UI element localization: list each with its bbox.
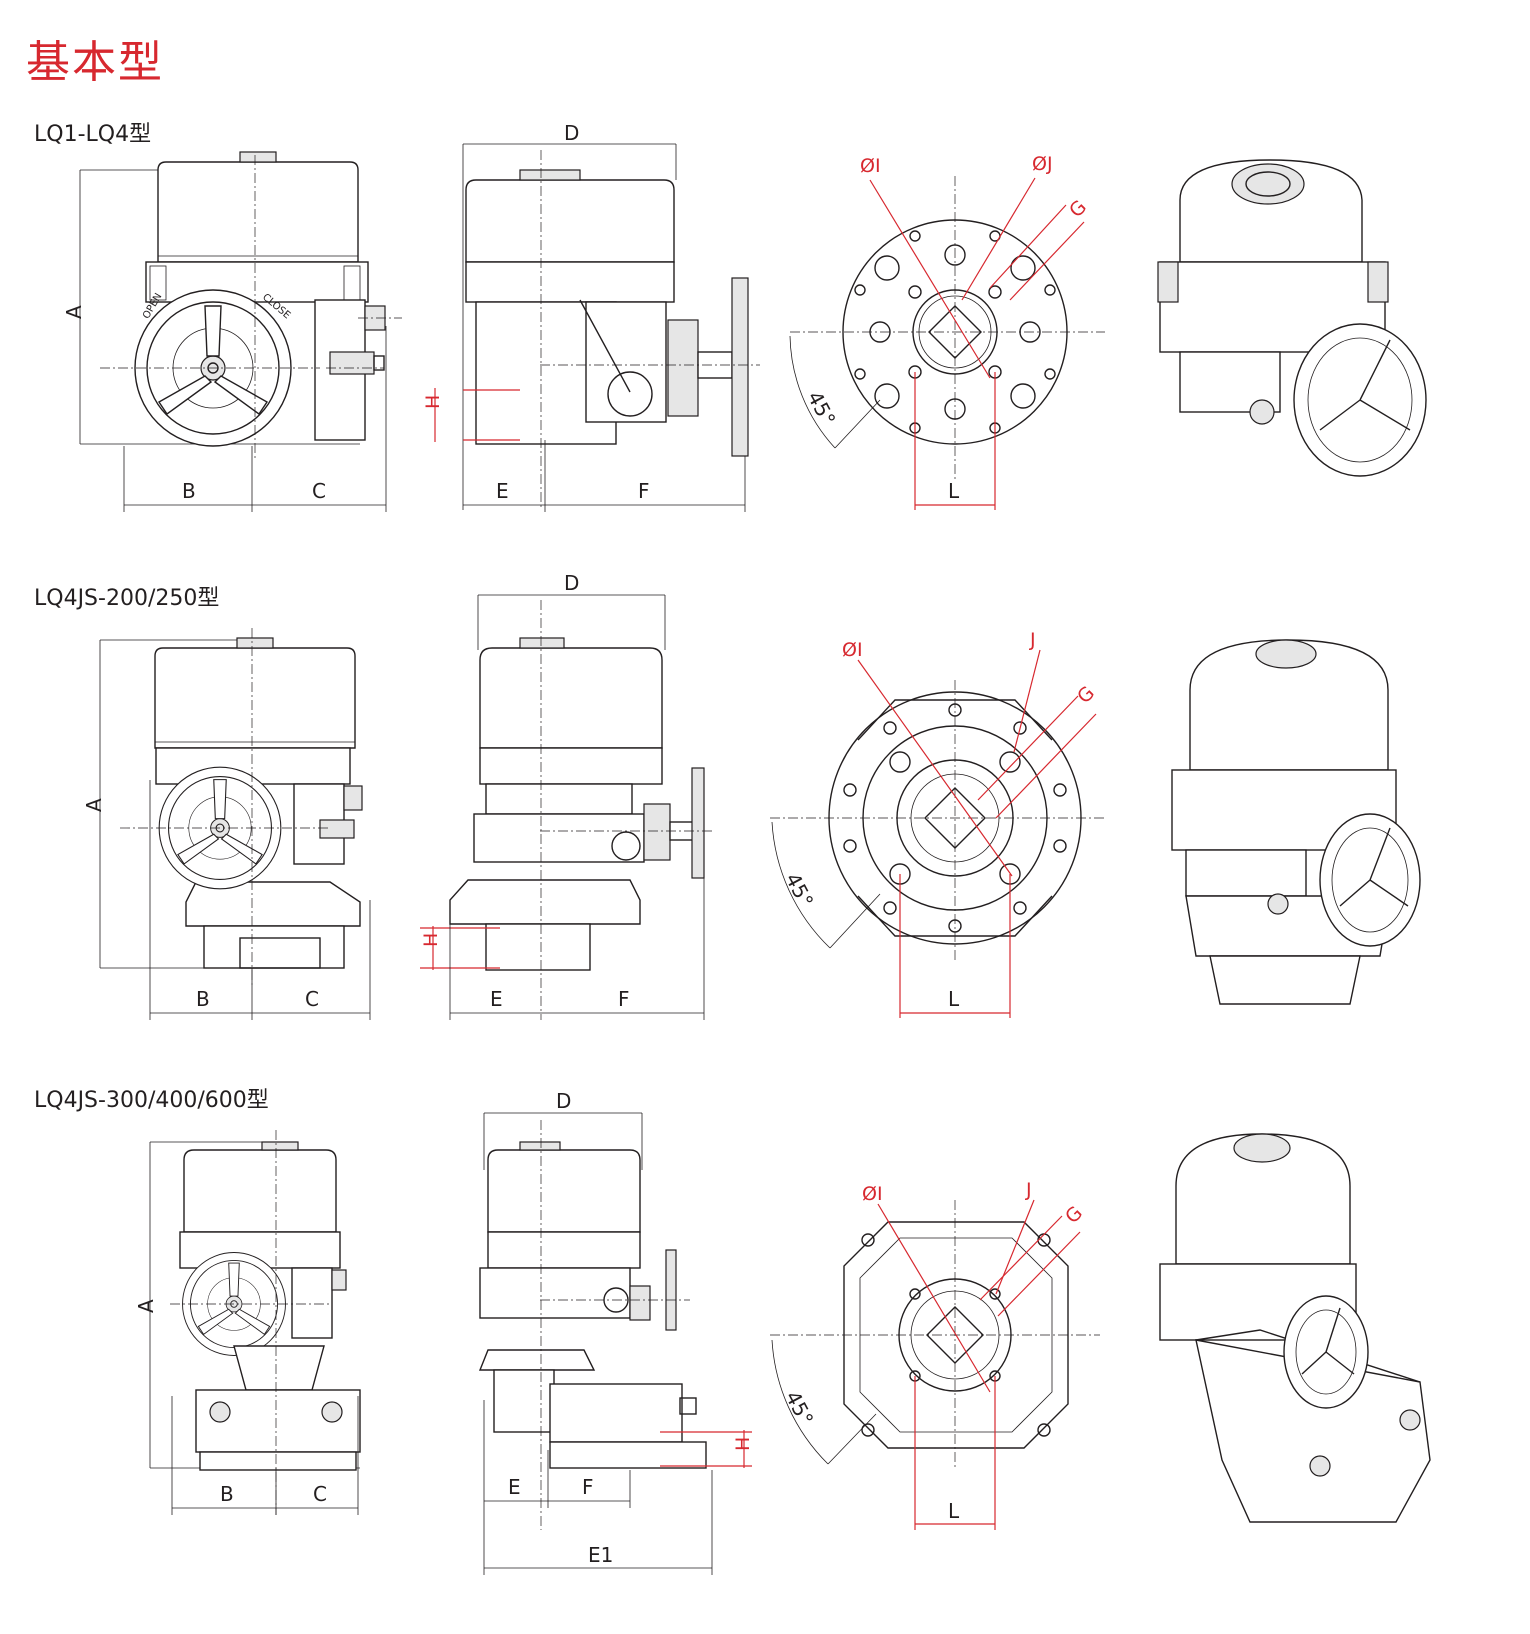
dim-j-label: J — [1029, 629, 1036, 651]
dim-h-label: H — [420, 933, 442, 947]
side-view-lq1-lq4: D H E F — [422, 121, 760, 512]
dim-j-label: J — [1025, 1179, 1032, 1201]
dim-g-label: G — [1065, 196, 1091, 222]
dim-d-label: D — [564, 571, 579, 595]
dim-h-label: H — [732, 1437, 754, 1451]
dim-b-label: B — [196, 987, 210, 1011]
dim-e-label: E — [496, 479, 509, 503]
iso-view-lq4js-300-400-600 — [1159, 1133, 1431, 1523]
dim-i-label: ØI — [862, 1183, 883, 1205]
dim-h-label: H — [422, 395, 444, 409]
side-view-lq4js-300-400-600: D H E F E1 — [478, 1089, 754, 1575]
front-view-lq4js-300-400-600: A B C — [134, 1130, 361, 1515]
iso-view-lq4js-200-250 — [1171, 639, 1421, 1005]
dim-e1-label: E1 — [588, 1543, 613, 1567]
dim-f-label: F — [582, 1475, 594, 1499]
dim-e-label: E — [490, 987, 503, 1011]
dim-a-label: A — [82, 798, 106, 812]
dim-f-label: F — [618, 987, 630, 1011]
dim-l-label: L — [948, 479, 960, 503]
dim-a-label: A — [62, 305, 86, 319]
model-label-lq4js-200-250: LQ4JS-200/250型 — [34, 586, 220, 611]
dim-g-label: G — [1061, 1202, 1087, 1228]
dim-l-label: L — [948, 987, 960, 1011]
flange-view-lq4js-200-250: ØI J G 45° L — [770, 629, 1105, 1018]
dim-i-label: ØI — [842, 639, 863, 661]
iso-view-lq1-lq4 — [1157, 159, 1427, 477]
page-title: 基本型 — [26, 37, 164, 88]
dim-c-label: C — [313, 1482, 327, 1506]
flange-view-lq4js-300-400-600: ØI J G 45° L — [770, 1179, 1100, 1530]
angle-45-label: 45° — [803, 387, 841, 430]
dim-i-label: ØI — [860, 155, 881, 177]
dim-l-label: L — [948, 1499, 960, 1523]
dim-b-label: B — [220, 1482, 234, 1506]
front-view-lq4js-200-250: A B C — [82, 628, 371, 1020]
dim-c-label: C — [312, 479, 326, 503]
angle-45-label: 45° — [781, 1387, 819, 1430]
dim-d-label: D — [556, 1089, 571, 1113]
dim-b-label: B — [182, 479, 196, 503]
angle-45-label: 45° — [781, 869, 819, 912]
dim-f-label: F — [638, 479, 650, 503]
dim-e-label: E — [508, 1475, 521, 1499]
dim-g-label: G — [1073, 682, 1099, 708]
dim-c-label: C — [305, 987, 319, 1011]
flange-view-lq1-lq4: ØI ØJ G 45° L — [789, 153, 1105, 510]
dim-d-label: D — [564, 121, 579, 145]
side-view-lq4js-200-250: D H E F — [420, 571, 712, 1020]
dim-j-label: ØJ — [1032, 153, 1053, 175]
front-view-lq1-lq4: A OPEN CLOSE B C — [62, 151, 402, 512]
model-label-lq4js-300-400-600: LQ4JS-300/400/600型 — [34, 1088, 269, 1113]
dim-a-label: A — [134, 1299, 158, 1313]
model-label-lq1-lq4: LQ1-LQ4型 — [34, 122, 152, 147]
